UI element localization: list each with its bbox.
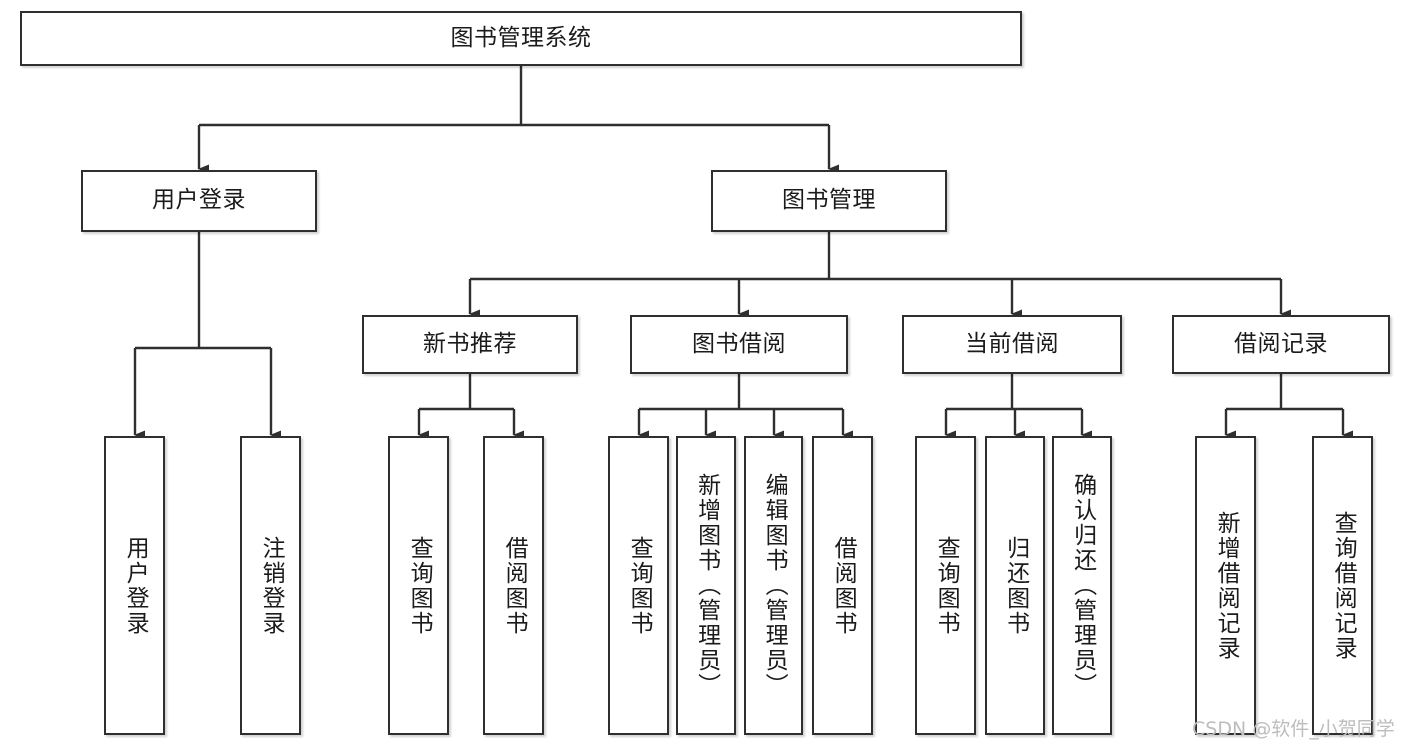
- node-label: 借阅记录: [1234, 330, 1328, 357]
- node-user-login[interactable]: 用户登录: [81, 170, 317, 232]
- node-label: 借阅图书: [830, 535, 857, 636]
- node-leaf-edit-book[interactable]: 编辑图书（管理员）: [744, 436, 803, 735]
- node-root[interactable]: 图书管理系统: [20, 11, 1022, 66]
- node-label: 编辑图书（管理员）: [761, 473, 788, 698]
- node-label: 注销登录: [258, 535, 285, 636]
- node-leaf-borrow-book-1[interactable]: 借阅图书: [483, 436, 544, 735]
- node-leaf-query-book-1[interactable]: 查询图书: [388, 436, 449, 735]
- node-book-manage[interactable]: 图书管理: [711, 170, 947, 232]
- node-label: 查询图书: [406, 535, 433, 636]
- node-label: 借阅图书: [501, 535, 528, 636]
- node-label: 新增借阅记录: [1213, 510, 1240, 661]
- node-leaf-return-book[interactable]: 归还图书: [985, 436, 1045, 735]
- node-borrow-record[interactable]: 借阅记录: [1172, 315, 1390, 374]
- node-label: 图书借阅: [692, 330, 786, 357]
- node-label: 用户登录: [152, 187, 246, 214]
- node-label: 查询图书: [626, 535, 653, 636]
- node-leaf-logout[interactable]: 注销登录: [240, 436, 301, 735]
- node-leaf-user-login[interactable]: 用户登录: [104, 436, 165, 735]
- node-leaf-add-record[interactable]: 新增借阅记录: [1195, 436, 1256, 735]
- node-label: 用户登录: [122, 535, 149, 636]
- node-book-borrow[interactable]: 图书借阅: [630, 315, 848, 374]
- node-label: 图书管理: [782, 187, 876, 214]
- node-label: 查询借阅记录: [1330, 510, 1357, 661]
- node-label: 新增图书（管理员）: [693, 473, 720, 698]
- node-leaf-confirm-return[interactable]: 确认归还（管理员）: [1052, 436, 1112, 735]
- node-label: 确认归还（管理员）: [1069, 473, 1096, 698]
- node-leaf-query-book-3[interactable]: 查询图书: [915, 436, 976, 735]
- node-leaf-add-book[interactable]: 新增图书（管理员）: [676, 436, 736, 735]
- node-leaf-query-record[interactable]: 查询借阅记录: [1312, 436, 1373, 735]
- node-label: 图书管理系统: [450, 24, 592, 51]
- node-leaf-query-book-2[interactable]: 查询图书: [608, 436, 669, 735]
- edge-paths: [133, 66, 1353, 440]
- node-label: 查询图书: [933, 535, 960, 636]
- node-new-book-rec[interactable]: 新书推荐: [362, 315, 578, 374]
- node-label: 当前借阅: [965, 330, 1059, 357]
- node-label: 归还图书: [1002, 535, 1029, 636]
- node-current-borrow[interactable]: 当前借阅: [902, 315, 1122, 374]
- node-leaf-borrow-book-2[interactable]: 借阅图书: [812, 436, 873, 735]
- watermark-text: CSDN @软件_小贺同学: [1192, 718, 1395, 740]
- node-label: 新书推荐: [423, 330, 517, 357]
